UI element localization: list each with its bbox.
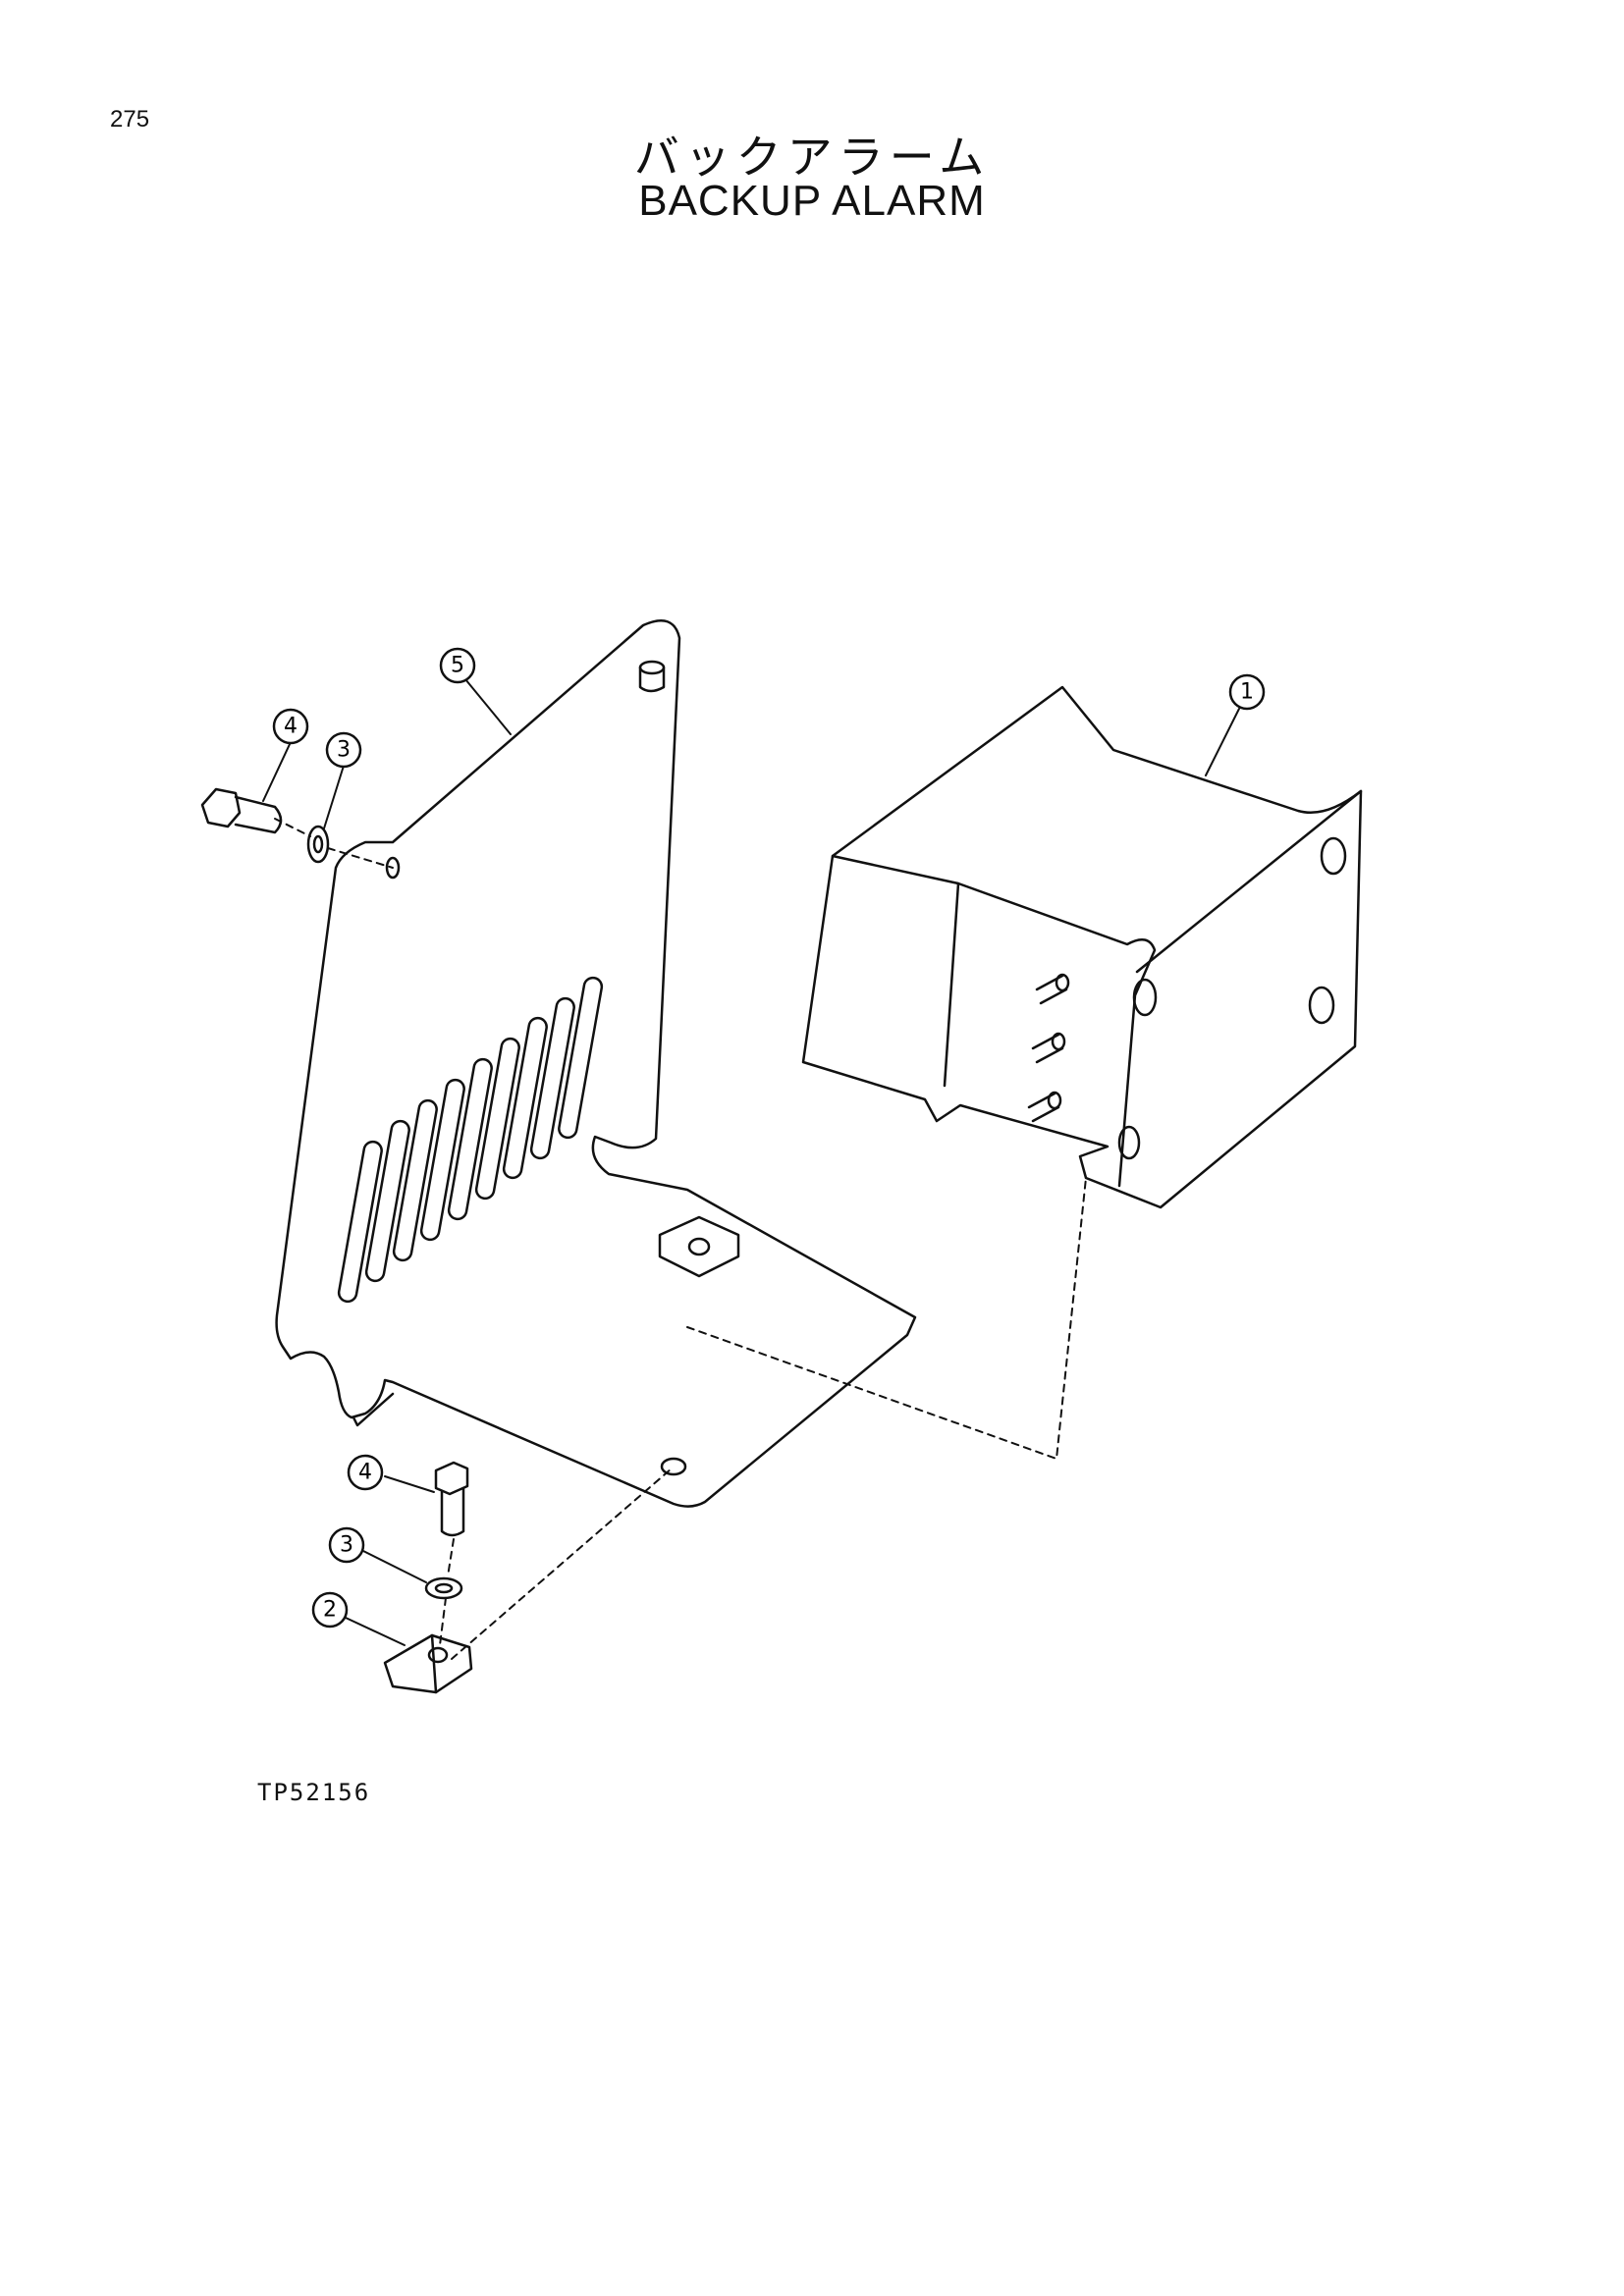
lower-washer-part: [424, 1576, 463, 1600]
page-title-japanese: バックアラーム: [633, 131, 991, 184]
drawing-reference-code: TP52156: [257, 1779, 371, 1806]
callout-4-lower: 4: [358, 1461, 372, 1485]
callout-5: 5: [451, 654, 464, 678]
terminal-pins: [1027, 973, 1070, 1123]
callout-2: 2: [323, 1598, 337, 1623]
backup-alarm-housing-part: [801, 685, 1363, 1209]
ventilation-slots: [337, 976, 604, 1304]
callout-1: 1: [1240, 680, 1254, 705]
upper-washer-part: [306, 825, 330, 864]
lower-bolt-part: [434, 1461, 469, 1537]
cover-plate-part: [275, 619, 917, 1508]
clip-nut-part: [383, 1633, 473, 1694]
page-title: BACKUP ALARM: [638, 177, 986, 225]
page-number: 275: [110, 106, 150, 133]
callout-3-lower: 3: [340, 1533, 353, 1558]
callout-3-upper: 3: [337, 738, 351, 763]
callout-4-upper: 4: [284, 715, 298, 739]
upper-bolt-part: [200, 787, 283, 834]
